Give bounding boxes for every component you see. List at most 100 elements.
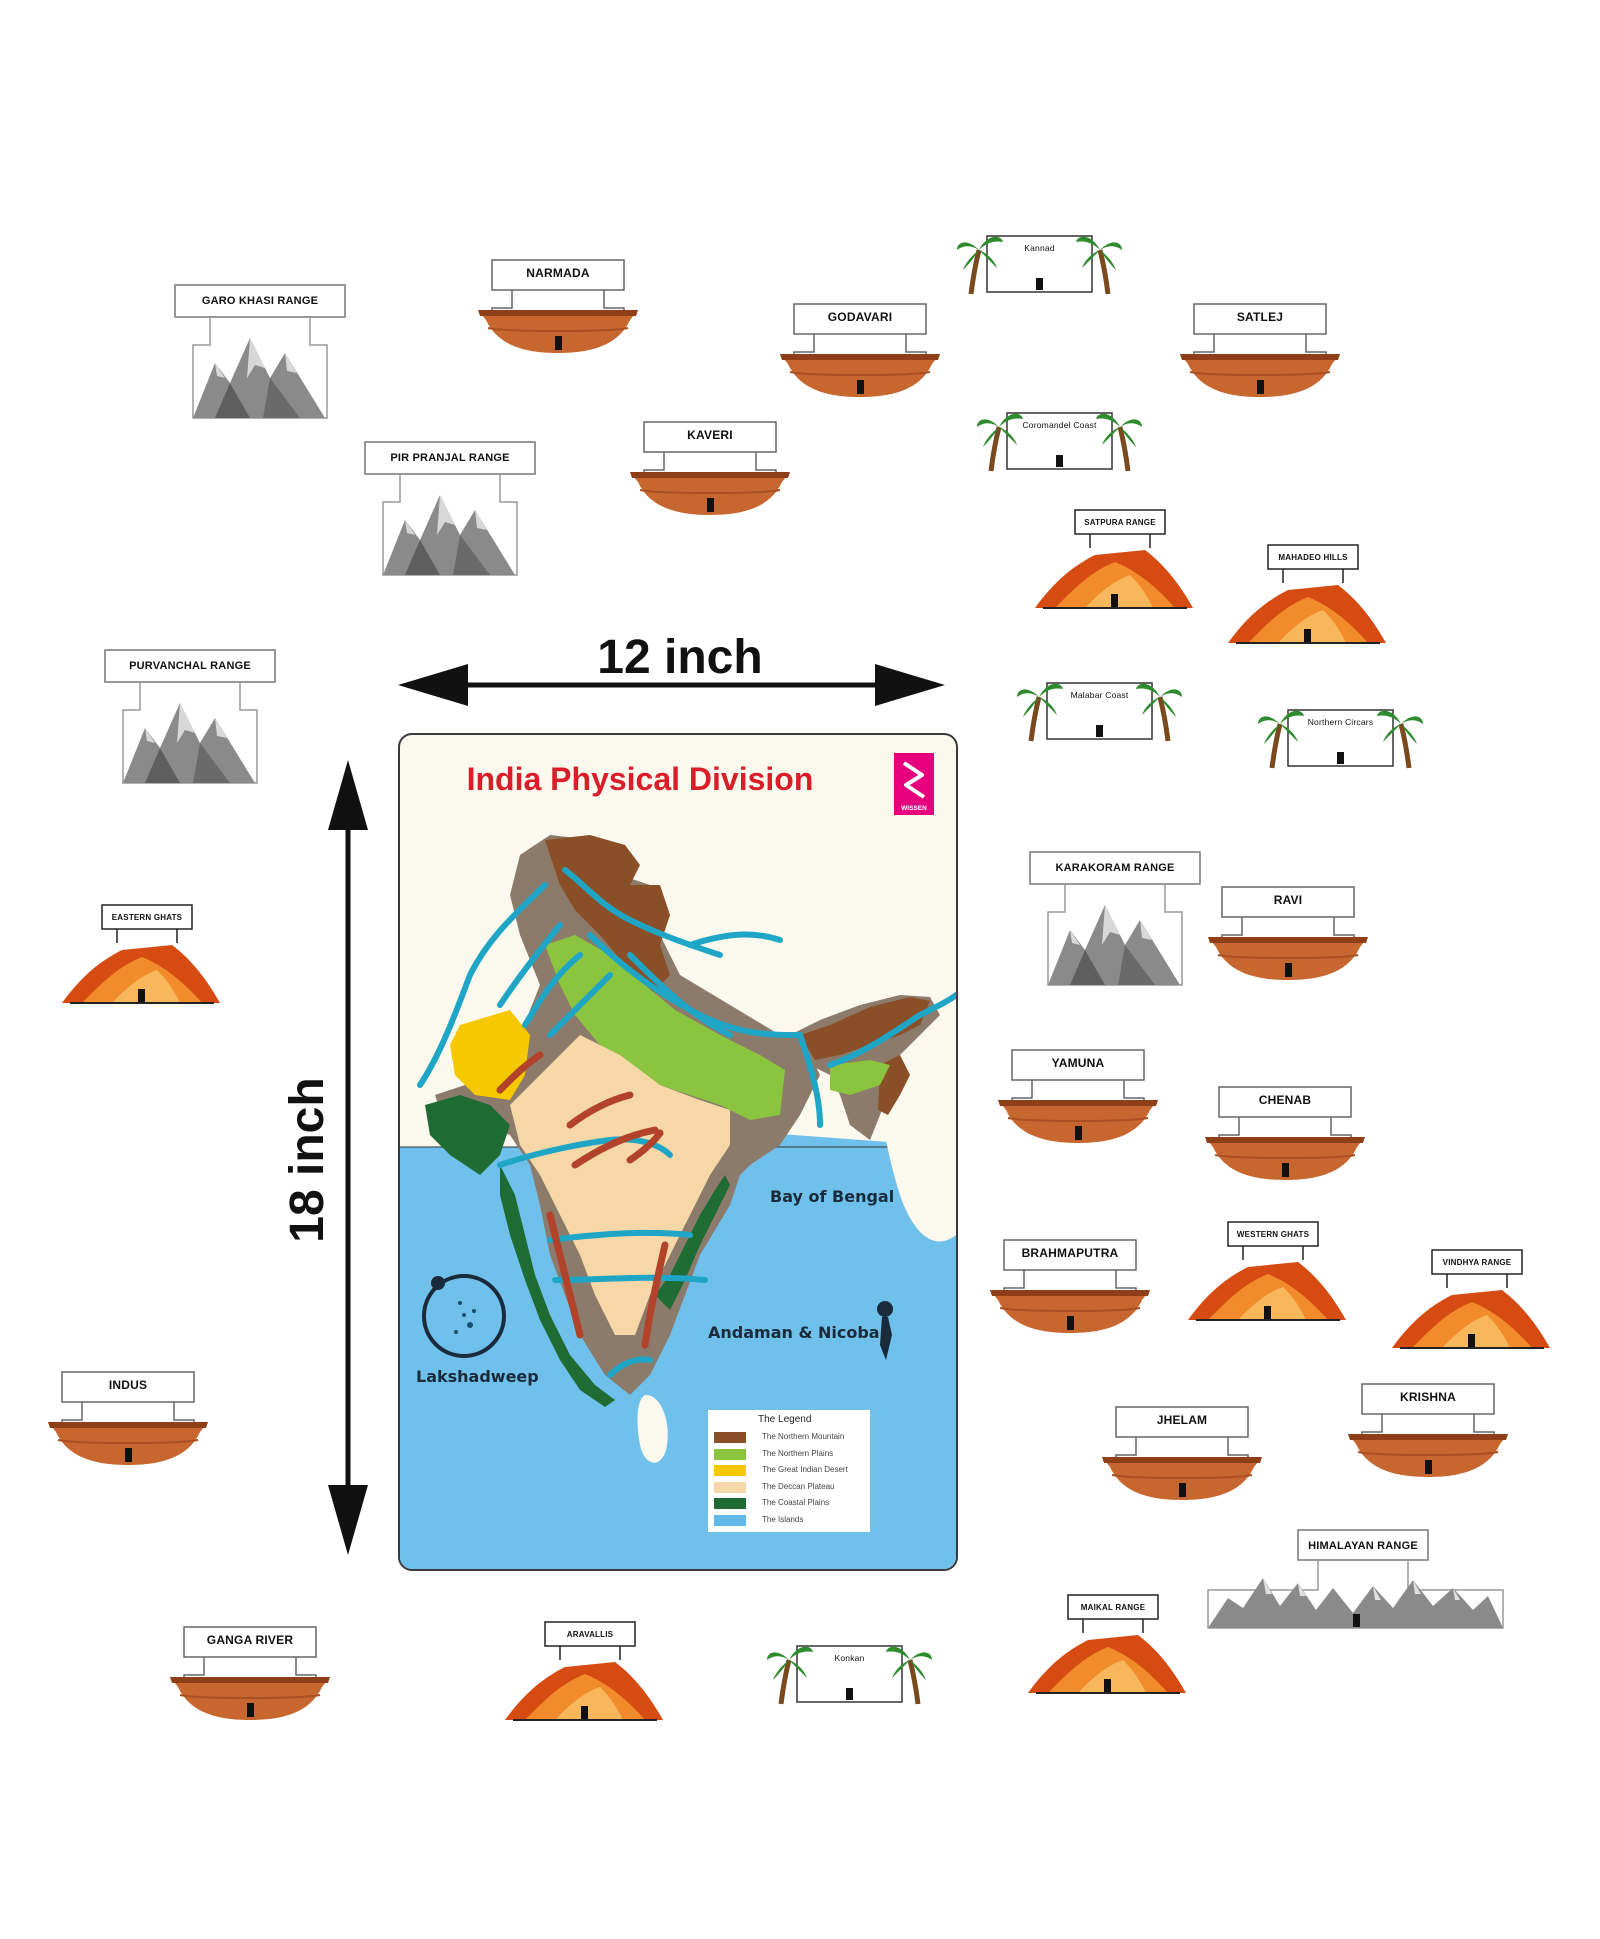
legend-item: The Deccan Plateau: [714, 1480, 870, 1494]
height-label: 18 inch: [281, 1077, 334, 1243]
width-arrow: [398, 664, 945, 706]
legend-item: The Great Indian Desert: [714, 1463, 870, 1477]
orange-mountain-icon: [505, 1621, 663, 1721]
grey-range-piece-himalayan-range[interactable]: HIMALAYAN RANGE: [1207, 1528, 1504, 1668]
grey-mountain-icon: [364, 441, 536, 576]
orange-mountain-icon: [62, 904, 220, 1004]
river-name: KRISHNA: [1399, 1390, 1457, 1404]
legend-swatch: [714, 1481, 746, 1493]
board-title: India Physical Division: [466, 761, 814, 797]
river-name: CHENAB: [1258, 1093, 1312, 1107]
river-boat-piece-ravi[interactable]: RAVI: [1208, 885, 1368, 995]
plateau-range-piece-aravallis[interactable]: ARAVALLIS: [505, 1621, 665, 1722]
river-boat-piece-indus[interactable]: INDUS: [48, 1370, 208, 1480]
range-name: MAHADEO HILLS: [1278, 553, 1348, 562]
range-name: VINDHYA RANGE: [1442, 1258, 1512, 1267]
width-label: 12 inch: [597, 631, 763, 684]
palm-tree-icon: [1258, 709, 1423, 769]
grey-range-piece-purvanchal-range[interactable]: PURVANCHAL RANGE: [104, 648, 276, 788]
river-boat-piece-narmada[interactable]: NARMADA: [478, 258, 638, 368]
andaman-label: Andaman & Nicobar: [708, 1323, 888, 1342]
river-name: SATLEJ: [1236, 310, 1284, 324]
river-boat-piece-chenab[interactable]: CHENAB: [1205, 1085, 1365, 1195]
legend-swatch: [714, 1448, 746, 1460]
coast-name: Northern Circars: [1307, 717, 1374, 727]
legend-item: The Northern Mountain: [714, 1430, 870, 1444]
coast-piece-malabar-coast[interactable]: Malabar Coast: [1017, 675, 1182, 745]
coast-piece-kannad[interactable]: Kannad: [957, 228, 1122, 298]
range-name: EASTERN GHATS: [111, 913, 183, 922]
river-boat-piece-jhelam[interactable]: JHELAM: [1102, 1405, 1262, 1515]
river-boat-piece-krishna[interactable]: KRISHNA: [1348, 1382, 1508, 1492]
palm-tree-icon: [767, 1645, 932, 1705]
river-boat-piece-kaveri[interactable]: KAVERI: [630, 420, 790, 530]
grey-mountain-icon: [1029, 851, 1201, 986]
coast-piece-konkan[interactable]: Konkan: [767, 1638, 932, 1708]
grey-range-piece-garo-khasi-range[interactable]: GARO KHASI RANGE: [174, 283, 346, 423]
boat-icon: [1208, 886, 1368, 980]
legend-swatch: [714, 1498, 746, 1509]
boat-icon: [990, 1239, 1150, 1333]
grey-mountain-icon: [104, 649, 276, 784]
range-name: KARAKORAM RANGE: [1055, 862, 1175, 874]
river-name: BRAHMAPUTRA: [1021, 1246, 1119, 1260]
river-boat-piece-satlej[interactable]: SATLEJ: [1180, 302, 1340, 412]
grey-mountain-icon: [174, 284, 346, 419]
river-name: INDUS: [108, 1378, 148, 1392]
palm-tree-icon: [977, 412, 1142, 472]
range-name: PURVANCHAL RANGE: [129, 660, 251, 672]
legend-label: The Northern Plains: [762, 1448, 834, 1458]
boat-icon: [170, 1626, 330, 1720]
logo-mark-icon: [902, 761, 926, 799]
coast-piece-northern-circars[interactable]: Northern Circars: [1258, 702, 1423, 772]
boat-icon: [1348, 1383, 1508, 1477]
height-arrow: [328, 760, 368, 1555]
range-name: WESTERN GHATS: [1236, 1230, 1310, 1239]
orange-mountain-icon: [1392, 1249, 1550, 1349]
plateau-range-piece-mahadeo-hills[interactable]: MAHADEO HILLS: [1228, 544, 1388, 645]
plateau-range-piece-maikal-range[interactable]: MAIKAL RANGE: [1028, 1594, 1188, 1695]
plateau-range-piece-eastern-ghats[interactable]: EASTERN GHATS: [62, 904, 222, 1005]
legend-label: The Deccan Plateau: [762, 1481, 835, 1491]
grey-range-piece-karakoram-range[interactable]: KARAKORAM RANGE: [1029, 850, 1201, 990]
grey-range-piece-pir-pranjal-range[interactable]: PIR PRANJAL RANGE: [364, 440, 536, 580]
range-name: HIMALAYAN RANGE: [1308, 1540, 1418, 1552]
orange-mountain-icon: [1188, 1221, 1346, 1321]
river-boat-piece-godavari[interactable]: GODAVARI: [780, 302, 940, 412]
river-boat-piece-yamuna[interactable]: YAMUNA: [998, 1048, 1158, 1158]
legend-title: The Legend: [758, 1414, 812, 1425]
range-name: GARO KHASI RANGE: [201, 295, 319, 307]
legend-swatch: [714, 1514, 746, 1526]
river-name: NARMADA: [526, 266, 590, 280]
coast-name: Konkan: [834, 1653, 865, 1663]
river-boat-piece-brahmaputra[interactable]: BRAHMAPUTRA: [990, 1238, 1150, 1348]
legend-label: The Great Indian Desert: [762, 1465, 848, 1474]
legend-label: The Islands: [762, 1514, 804, 1524]
plateau-range-piece-western-ghats[interactable]: WESTERN GHATS: [1188, 1221, 1348, 1322]
boat-icon: [998, 1049, 1158, 1143]
wissen-logo: WISSEN: [894, 753, 934, 815]
river-boat-piece-ganga-river[interactable]: GANGA RIVER: [170, 1625, 330, 1735]
range-name: MAIKAL RANGE: [1080, 1603, 1146, 1612]
legend-label: The Coastal Plains: [762, 1498, 830, 1507]
boat-icon: [630, 421, 790, 515]
river-name: KAVERI: [687, 428, 733, 442]
boat-icon: [1205, 1086, 1365, 1180]
india-map-illustration: [400, 835, 956, 1569]
plateau-range-piece-satpura-range[interactable]: SATPURA RANGE: [1035, 509, 1195, 610]
river-name: RAVI: [1273, 893, 1303, 907]
coast-name: Coromandel Coast: [1022, 420, 1097, 430]
legend-label: The Northern Mountain: [762, 1432, 845, 1441]
legend-item: The Northern Plains: [714, 1447, 870, 1461]
palm-tree-icon: [1017, 682, 1182, 742]
india-map-board: India Physical Division WISSEN Bay of Be…: [398, 733, 958, 1571]
coast-name: Malabar Coast: [1070, 690, 1129, 700]
river-name: JHELAM: [1156, 1413, 1208, 1427]
range-name: SATPURA RANGE: [1084, 518, 1156, 527]
boat-icon: [780, 303, 940, 397]
legend-item: The Islands: [714, 1513, 870, 1527]
coast-piece-coromandel-coast[interactable]: Coromandel Coast: [977, 405, 1142, 475]
plateau-range-piece-vindhya-range[interactable]: VINDHYA RANGE: [1392, 1249, 1552, 1350]
